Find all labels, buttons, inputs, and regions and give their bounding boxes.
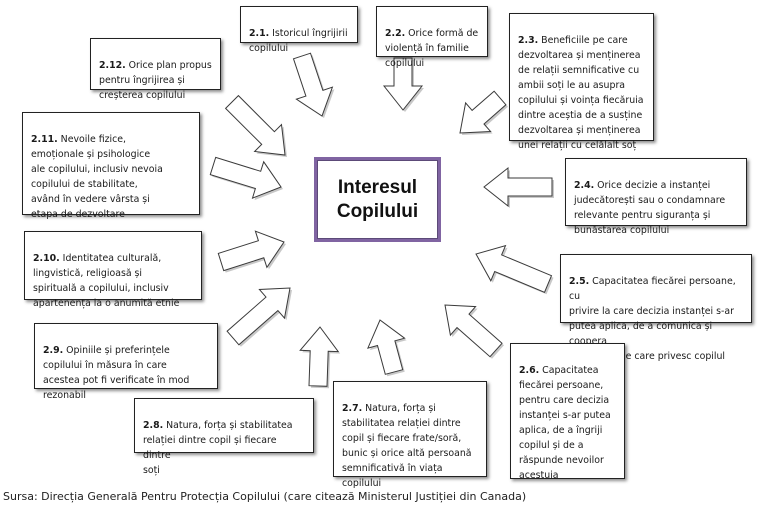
factor-text: Natura, forța și stabilitatea relației d… — [143, 420, 293, 476]
arrow-2-11 — [209, 156, 282, 199]
center-title: Interesul Copilului — [336, 176, 419, 222]
factor-box-2-3: 2.3. Beneficiile pe care dezvoltarea și … — [509, 13, 654, 151]
factor-text: Orice decizie a instanței judecătorești … — [574, 180, 726, 236]
factor-text: Identitatea culturală, lingvistică, reli… — [33, 253, 180, 309]
factor-number: 2.6. — [519, 365, 540, 376]
factor-box-2-1: 2.1. Istoricul îngrijirii copilului — [240, 6, 358, 54]
factor-box-2-5: 2.5. Capacitatea fiecărei persoane, cu p… — [560, 254, 752, 362]
factor-box-2-9: 2.9. Opiniile și preferințele copilului … — [34, 323, 218, 401]
factor-number: 2.3. — [518, 35, 539, 46]
factor-number: 2.5. — [569, 276, 590, 287]
factor-text: Capacitatea fiecărei persoane, pentru ca… — [519, 365, 611, 481]
factor-text: Orice formă de violență în familie copil… — [385, 28, 479, 69]
arrow-2-4 — [483, 166, 553, 208]
factor-text: Istoricul îngrijirii copilului — [249, 28, 348, 54]
source-caption: Sursa: Direcția Generală Pentru Protecți… — [3, 490, 527, 503]
factor-text: Opiniile și preferințele copilului în mă… — [43, 345, 190, 401]
arrow-2-2 — [382, 57, 424, 111]
factor-text: Natura, forța și stabilitatea relației d… — [342, 403, 472, 489]
factor-text: Beneficiile pe care dezvoltarea și menți… — [518, 35, 644, 151]
arrow-2-5 — [475, 244, 553, 293]
factor-number: 2.1. — [249, 28, 270, 39]
factor-box-2-6: 2.6. Capacitatea fiecărei persoane, pent… — [510, 343, 625, 481]
factor-box-2-2: 2.2. Orice formă de violență în familie … — [376, 6, 488, 69]
arrow-2-6 — [444, 304, 503, 358]
arrow-2-8 — [299, 326, 340, 387]
arrow-2-9 — [226, 287, 291, 346]
factor-box-2-11: 2.11. Nevoile fizice, emoționale și psih… — [22, 112, 200, 220]
arrow-2-12 — [224, 94, 286, 156]
arrow-2-7 — [367, 319, 406, 375]
factor-box-2-10: 2.10. Identitatea culturală, lingvistică… — [24, 231, 202, 309]
factor-number: 2.9. — [43, 345, 64, 356]
arrow-2-3 — [459, 90, 507, 134]
factor-number: 2.4. — [574, 180, 595, 191]
center-box: Interesul Copilului — [314, 157, 441, 242]
arrow-2-10 — [217, 230, 285, 272]
factor-box-2-7: 2.7. Natura, forța și stabilitatea relaț… — [333, 381, 487, 489]
factor-number: 2.8. — [143, 420, 164, 431]
factor-box-2-8: 2.8. Natura, forța și stabilitatea relaț… — [134, 398, 314, 476]
arrow-2-1 — [292, 52, 334, 117]
factor-box-2-12: 2.12. Orice plan propus pentru îngrijire… — [90, 38, 221, 101]
factor-text: Orice plan propus pentru îngrijirea și c… — [99, 60, 212, 101]
factor-number: 2.12. — [99, 60, 126, 71]
factor-box-2-4: 2.4. Orice decizie a instanței judecător… — [565, 158, 747, 236]
factor-text: Nevoile fizice, emoționale și psihologic… — [31, 134, 163, 220]
factor-number: 2.11. — [31, 134, 58, 145]
factor-number: 2.7. — [342, 403, 363, 414]
factor-number: 2.10. — [33, 253, 60, 264]
factor-number: 2.2. — [385, 28, 406, 39]
